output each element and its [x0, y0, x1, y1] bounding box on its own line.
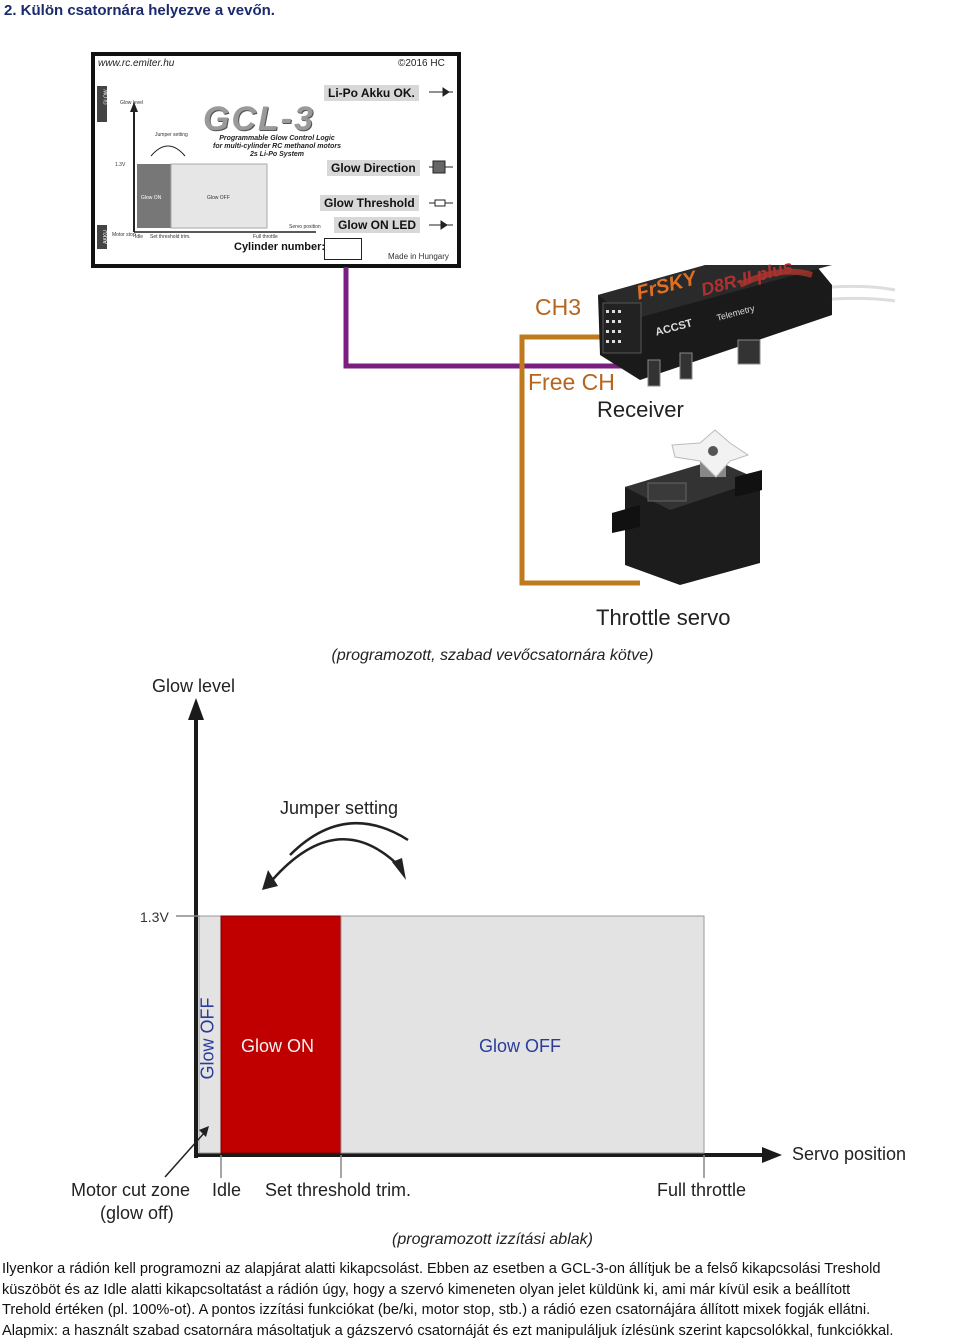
- glow-window-chart: [0, 690, 960, 1210]
- free-ch-label: Free CH: [528, 369, 615, 396]
- mini-side-glow: GLOW: [104, 89, 110, 104]
- servo-position-label: Servo position: [792, 1144, 906, 1165]
- glow-off-label: Glow OFF: [479, 1036, 561, 1057]
- jumper-setting-label: Jumper setting: [280, 798, 398, 819]
- throttle-servo-label: Throttle servo: [596, 605, 731, 631]
- set-threshold-label: Set threshold trim.: [265, 1180, 411, 1201]
- paragraph-line: Trehold értéken (pl. 100%-ot). A pontos …: [2, 1300, 960, 1321]
- glow-on-label: Glow ON: [241, 1036, 314, 1057]
- page-heading: 2. Külön csatornára helyezve a vevőn.: [4, 2, 275, 19]
- paragraph-line: Ilyenkor a rádión kell programozni az al…: [2, 1259, 960, 1280]
- mini-motor-stop: Motor stop: [112, 232, 136, 238]
- jumper-arrowhead-left: [262, 870, 278, 890]
- jumper-arrow-right: [268, 839, 398, 885]
- glow-off-zone: [341, 916, 704, 1153]
- mini-jumper-setting: Jumper setting: [155, 132, 188, 138]
- body-paragraph: Ilyenkor a rádión kell programozni az al…: [2, 1259, 960, 1341]
- mini-glow-on: Glow ON: [141, 195, 161, 201]
- glow-off-vertical-label: Glow OFF: [198, 994, 219, 1084]
- paragraph-line: Alapmix: a használt szabad csatornára má…: [2, 1321, 960, 1341]
- mini-1-3v: 1.3V: [115, 162, 125, 168]
- wiring-diagram: [0, 265, 960, 625]
- glow-on-zone: [221, 916, 341, 1153]
- mini-glow-level: Glow level: [120, 100, 143, 106]
- mini-side-akku: AKKU: [103, 230, 109, 244]
- jumper-arrowhead-right: [392, 858, 406, 880]
- mini-servo-position: Servo position: [289, 224, 321, 230]
- motor-cut-zone-label: Motor cut zone: [71, 1180, 190, 1201]
- idle-label: Idle: [212, 1180, 241, 1201]
- mini-set-threshold: Set threshold trim.: [150, 234, 191, 240]
- x-axis-arrow: [762, 1147, 782, 1163]
- v13-label: 1.3V: [140, 909, 169, 925]
- glow-level-label: Glow level: [152, 676, 235, 697]
- paragraph-line: küszöböt és az Idle alatti kikapcsoltatá…: [2, 1280, 960, 1301]
- caption-wiring: (programozott, szabad vevőcsatornára köt…: [0, 647, 960, 665]
- receiver-label: Receiver: [597, 397, 684, 423]
- mini-idle: Idle: [135, 234, 143, 240]
- mini-full-throttle: Full throttle: [253, 234, 278, 240]
- caption-glow-window: (programozott izzítási ablak): [0, 1231, 960, 1249]
- full-throttle-label: Full throttle: [657, 1180, 746, 1201]
- motor-cut-zone-sublabel: (glow off): [100, 1203, 174, 1224]
- servo-image: [612, 430, 762, 585]
- mini-glow-off: Glow OFF: [207, 195, 230, 201]
- purple-wire: [346, 267, 640, 366]
- y-axis-arrow: [188, 698, 204, 720]
- ch3-label: CH3: [535, 294, 581, 321]
